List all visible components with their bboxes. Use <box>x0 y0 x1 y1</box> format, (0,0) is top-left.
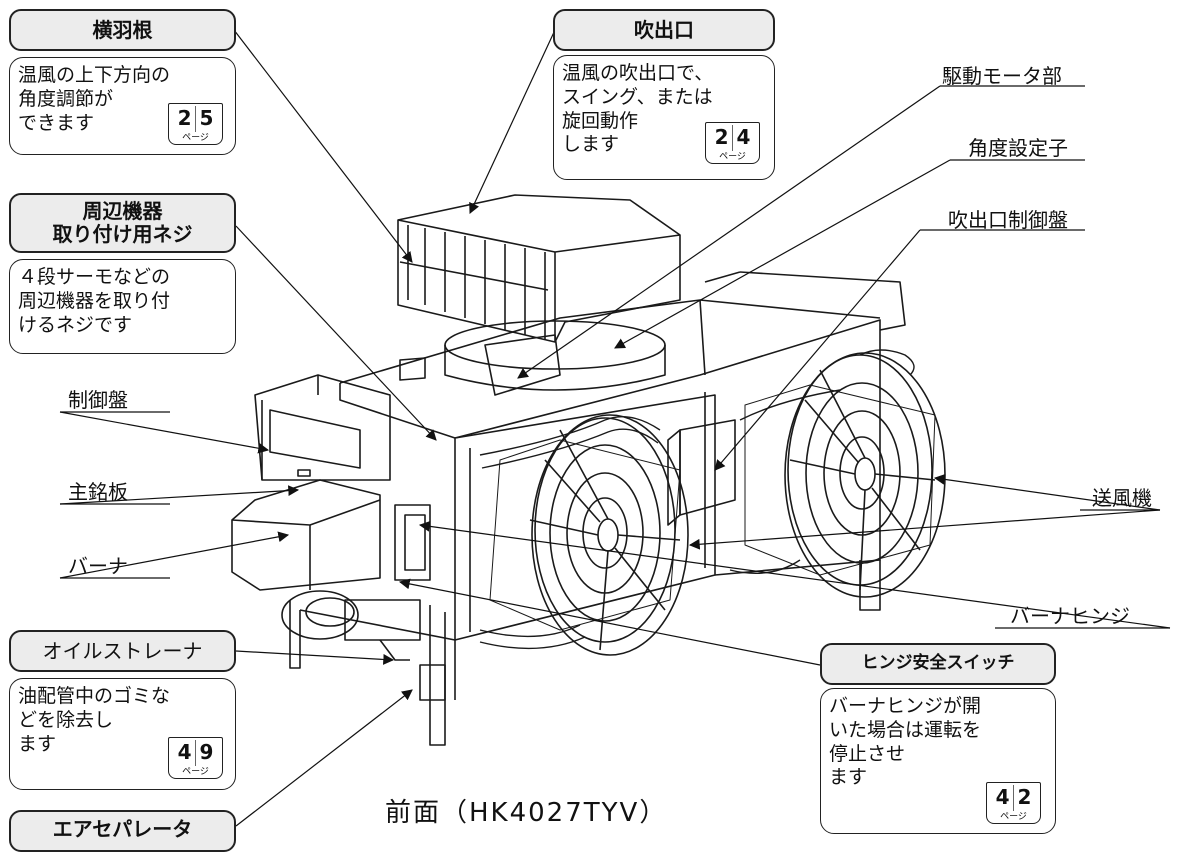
shuhen-desc-line2: 周辺機器を取り付 <box>18 289 171 312</box>
leader-angle <box>614 159 951 349</box>
leader-yokohane <box>233 29 413 263</box>
base-frame <box>289 560 881 746</box>
label-burner-hinge: バーナヒンジ <box>1010 604 1130 628</box>
shuhen-title-line2: 取り付け用ネジ <box>52 222 193 246</box>
oil-strainer-desc-line1: 油配管中のゴミな <box>18 685 171 707</box>
burner <box>231 479 446 701</box>
yokohane-desc-line3: できます <box>18 111 95 134</box>
hinge-switch-title: ヒンジ安全スイッチ <box>820 643 1056 685</box>
shuhen-desc: ４段サーモなどの 周辺機器を取り付 けるネジです <box>9 259 236 354</box>
leader-fan-1 <box>933 474 1161 511</box>
hinge-switch-desc-line4: ます <box>829 766 868 789</box>
hinge-switch-page-ref: 42 ページ <box>986 782 1041 824</box>
leader-motor <box>517 85 941 379</box>
leader-fan-2 <box>688 509 1161 550</box>
leader-air <box>235 689 413 827</box>
label-fan: 送風機 <box>1092 486 1152 510</box>
control-panel <box>254 374 391 481</box>
leader-control <box>59 411 270 454</box>
label-nameplate: 主銘板 <box>68 480 128 504</box>
oil-strainer-desc-line2: どを除去し <box>18 708 114 731</box>
leader-outlet-panel <box>714 229 921 471</box>
fukidashi-desc-line1: 温風の吹出口で、 <box>562 62 714 84</box>
yokohane-title: 横羽根 <box>9 9 236 51</box>
fukidashi-title: 吹出口 <box>553 9 775 51</box>
shuhen-title-line1: 周辺機器 <box>82 199 163 223</box>
drive-motor <box>399 334 561 396</box>
oil-strainer-desc-line3: ます <box>18 732 57 755</box>
fukidashi-desc-line3: 旋回動作 <box>562 109 639 132</box>
label-angle-setter: 角度設定子 <box>968 136 1068 160</box>
label-outlet-control-panel: 吹出口制御盤 <box>948 208 1068 232</box>
hinge-switch-page-unit: ページ <box>1000 812 1027 822</box>
outlet-box <box>397 194 681 391</box>
shuhen-desc-line1: ４段サーモなどの <box>18 266 171 288</box>
leader-burner <box>59 531 290 579</box>
yokohane-page-unit: ページ <box>182 133 209 143</box>
yokohane-page-ref: 25 ページ <box>168 103 223 145</box>
shuhen-desc-line3: けるネジです <box>18 313 133 336</box>
leader-shuhen <box>235 225 437 441</box>
air-separator-title: エアセパレータ <box>9 810 236 852</box>
hinge-switch-desc-line2: いた場合は運転を <box>829 718 982 741</box>
fukidashi-desc-line2: スイング、または <box>562 85 713 108</box>
label-burner: バーナ <box>68 554 128 578</box>
outlet-control-box <box>667 419 736 526</box>
oil-strainer-page-unit: ページ <box>182 767 209 777</box>
main-cabinet <box>339 271 906 641</box>
fukidashi-desc-line4: します <box>562 133 620 156</box>
yokohane-desc-line1: 温風の上下方向の <box>18 64 171 86</box>
label-control-panel: 制御盤 <box>68 388 128 412</box>
leader-hinge-switch <box>398 578 821 666</box>
leader-hinge <box>418 520 1171 629</box>
leader-fukidashi <box>469 29 556 214</box>
oil-strainer-page-ref: 49 ページ <box>168 737 223 779</box>
leader-oil <box>235 650 395 665</box>
right-fan <box>744 352 946 598</box>
oil-strainer-title: オイルストレーナ <box>9 630 236 672</box>
fukidashi-page-ref: 24 ページ <box>705 122 760 164</box>
label-drive-motor: 駆動モータ部 <box>942 64 1062 88</box>
yokohane-desc-line2: 角度調節が <box>18 87 114 110</box>
hinge-switch-desc-line3: 停止させ <box>829 742 906 765</box>
figure-caption: 前面（HK4027TYV） <box>385 798 668 828</box>
fukidashi-page-unit: ページ <box>719 152 746 162</box>
hinge-switch-desc-line1: バーナヒンジが開 <box>829 695 982 717</box>
shuhen-title: 周辺機器 取り付け用ネジ <box>9 193 236 253</box>
leader-nameplate <box>59 485 300 505</box>
